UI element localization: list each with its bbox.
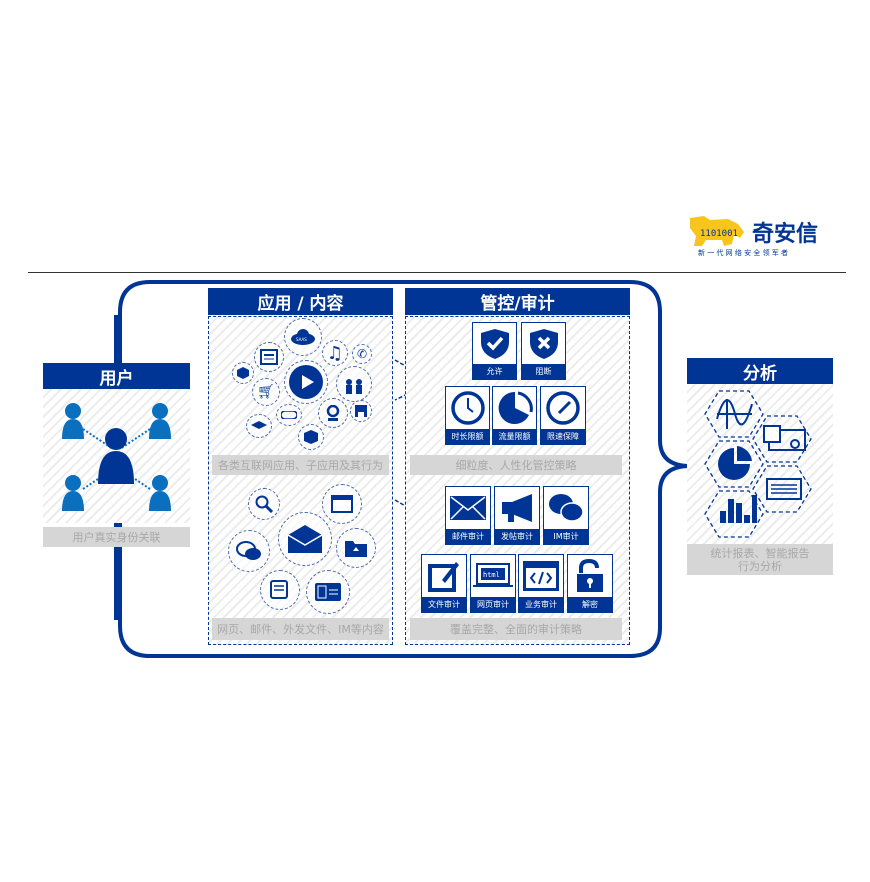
search-icon — [248, 488, 280, 520]
dashboard-settings-icon — [763, 425, 806, 451]
cart-icon: 🛒︎ — [252, 378, 280, 406]
id-card-icon — [306, 570, 350, 614]
saas-cloud-icon: SAAS — [284, 318, 322, 356]
tiger-logo-icon: 1101001 — [690, 216, 744, 246]
user-header: 用户 — [43, 363, 190, 389]
folder-upload-icon — [336, 528, 376, 568]
tile-allow[interactable]: 允许 — [472, 322, 517, 380]
note-edit-icon — [260, 570, 300, 610]
table-report-icon — [766, 478, 802, 500]
svg-text:SAAS: SAAS — [296, 337, 307, 342]
analysis-header: 分析 — [687, 358, 833, 384]
control-caption-top: 细粒度、人性化管控策略 — [410, 455, 622, 475]
chat-bubbles-icon — [228, 530, 270, 572]
control-caption-bottom: 覆盖完整、全面的审计策略 — [410, 618, 622, 640]
open-mail-icon — [278, 512, 332, 566]
chat-icon — [549, 494, 584, 522]
bar-chart-icon — [720, 495, 757, 523]
play-icon[interactable] — [284, 360, 328, 404]
tile-im-audit[interactable]: IM审计 — [543, 486, 589, 545]
laptop-html-icon: html — [473, 563, 513, 587]
app-header: 应用 / 内容 — [208, 288, 393, 315]
cube-game-icon — [232, 362, 254, 384]
logo: 1101001 奇安信 新 一 代 网 络 安 全 领 军 者 — [688, 214, 833, 260]
browser-window-icon — [322, 484, 362, 524]
graduation-cap-icon — [246, 414, 272, 438]
code-window-icon — [523, 561, 559, 591]
phone-icon: ✆ — [352, 344, 372, 364]
megaphone-icon — [502, 494, 532, 522]
box-icon — [298, 424, 324, 450]
tile-business-audit[interactable]: 业务审计 — [518, 554, 564, 613]
tile-decrypt[interactable]: 解密 — [567, 554, 613, 613]
tile-mail-audit[interactable]: 邮件审计 — [445, 486, 491, 545]
mail-icon — [450, 496, 486, 520]
news-icon — [254, 342, 284, 372]
tile-traffic-limit[interactable]: 流量限额 — [492, 386, 537, 445]
tile-post-audit[interactable]: 发帖审计 — [494, 486, 540, 545]
svg-text:1101001: 1101001 — [700, 229, 738, 239]
divider-line — [28, 272, 846, 273]
user-caption: 用户真实身份关联 — [43, 527, 190, 547]
webcam-icon — [318, 398, 348, 428]
music-icon: ♫ — [322, 340, 348, 366]
wave-chart-icon — [716, 399, 753, 429]
people-chat-icon — [336, 366, 372, 402]
tile-speed-guarantee[interactable]: 限速保障 — [540, 386, 586, 445]
floppy-icon — [350, 400, 372, 422]
tile-time-limit[interactable]: 时长限额 — [445, 386, 490, 445]
app-caption-bottom: 网页、邮件、外发文件、IM等内容 — [212, 618, 389, 640]
analysis-body — [687, 384, 833, 544]
brand-name: 奇安信 — [752, 222, 819, 247]
shield-x-icon — [529, 328, 558, 359]
analysis-caption-line1: 统计报表、智能报告 — [710, 546, 810, 560]
user-body — [43, 389, 190, 523]
pie-icon — [498, 391, 533, 424]
unlock-icon — [577, 559, 603, 592]
tile-block[interactable]: 阻断 — [521, 322, 566, 380]
clock-icon — [450, 391, 485, 425]
shield-check-icon — [480, 328, 509, 359]
edit-file-icon — [428, 562, 459, 592]
pie-chart-icon — [718, 446, 752, 480]
analysis-caption: 统计报表、智能报告 行为分析 — [687, 544, 833, 575]
control-header: 管控/审计 — [405, 288, 630, 315]
tile-file-audit[interactable]: 文件审计 — [421, 554, 467, 613]
app-caption-top: 各类互联网应用、子应用及其行为 — [212, 455, 389, 475]
brand-slogan: 新 一 代 网 络 安 全 领 军 者 — [698, 249, 789, 257]
svg-text:html: html — [483, 571, 500, 579]
user-network-icon — [62, 403, 171, 511]
analysis-caption-line2: 行为分析 — [738, 559, 782, 573]
gamepad-icon — [276, 404, 302, 426]
speedometer-icon — [546, 391, 580, 425]
